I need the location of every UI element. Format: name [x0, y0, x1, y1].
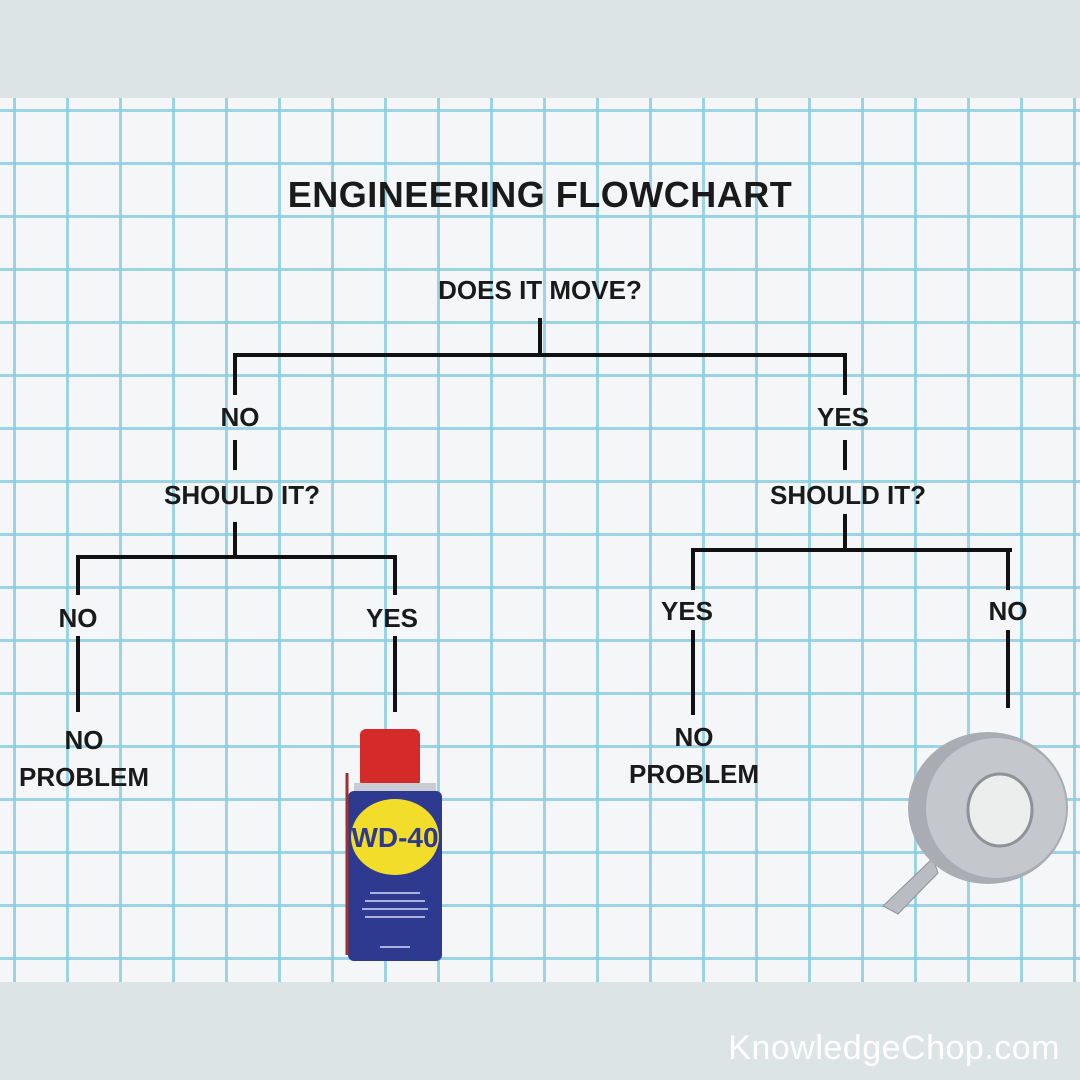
connector — [233, 440, 237, 470]
right-no-label: NO — [988, 596, 1028, 626]
connector — [691, 548, 1012, 552]
left-yes-label: YES — [365, 603, 419, 633]
result-line: PROBLEM — [629, 759, 759, 789]
connector — [76, 636, 80, 712]
root-question: DOES IT MOVE? — [438, 275, 642, 305]
watermark-footer: KnowledgeChop.com — [728, 1029, 1060, 1067]
connector — [76, 555, 80, 595]
connector — [393, 555, 397, 595]
connector — [233, 353, 847, 357]
right-answer: YES — [816, 402, 870, 432]
duct-tape-image — [882, 732, 1068, 915]
connector — [1006, 548, 1010, 590]
right-question: SHOULD IT? — [770, 480, 926, 510]
connector — [538, 318, 542, 356]
result-line: NO — [674, 722, 714, 752]
graph-paper-background — [0, 98, 1080, 982]
connector — [1006, 630, 1010, 708]
result-line: NO — [64, 725, 104, 755]
connector — [691, 630, 695, 715]
right-yes-result: NO PROBLEM — [629, 719, 759, 793]
left-answer: NO — [220, 402, 260, 432]
connector — [691, 548, 695, 590]
wd40-can-image: WD-40 — [345, 729, 442, 961]
result-line: PROBLEM — [19, 762, 149, 792]
left-question: SHOULD IT? — [164, 480, 320, 510]
connector — [233, 353, 237, 395]
left-no-label: NO — [58, 603, 98, 633]
left-no-result: NO PROBLEM — [19, 722, 149, 796]
right-yes-label: YES — [660, 596, 714, 626]
connector — [76, 555, 397, 559]
connector — [843, 514, 847, 552]
connector — [843, 353, 847, 395]
flowchart-title: ENGINEERING FLOWCHART — [287, 174, 793, 215]
connector — [393, 636, 397, 712]
svg-text:WD-40: WD-40 — [351, 822, 438, 853]
connector — [843, 440, 847, 470]
connector — [233, 522, 237, 558]
